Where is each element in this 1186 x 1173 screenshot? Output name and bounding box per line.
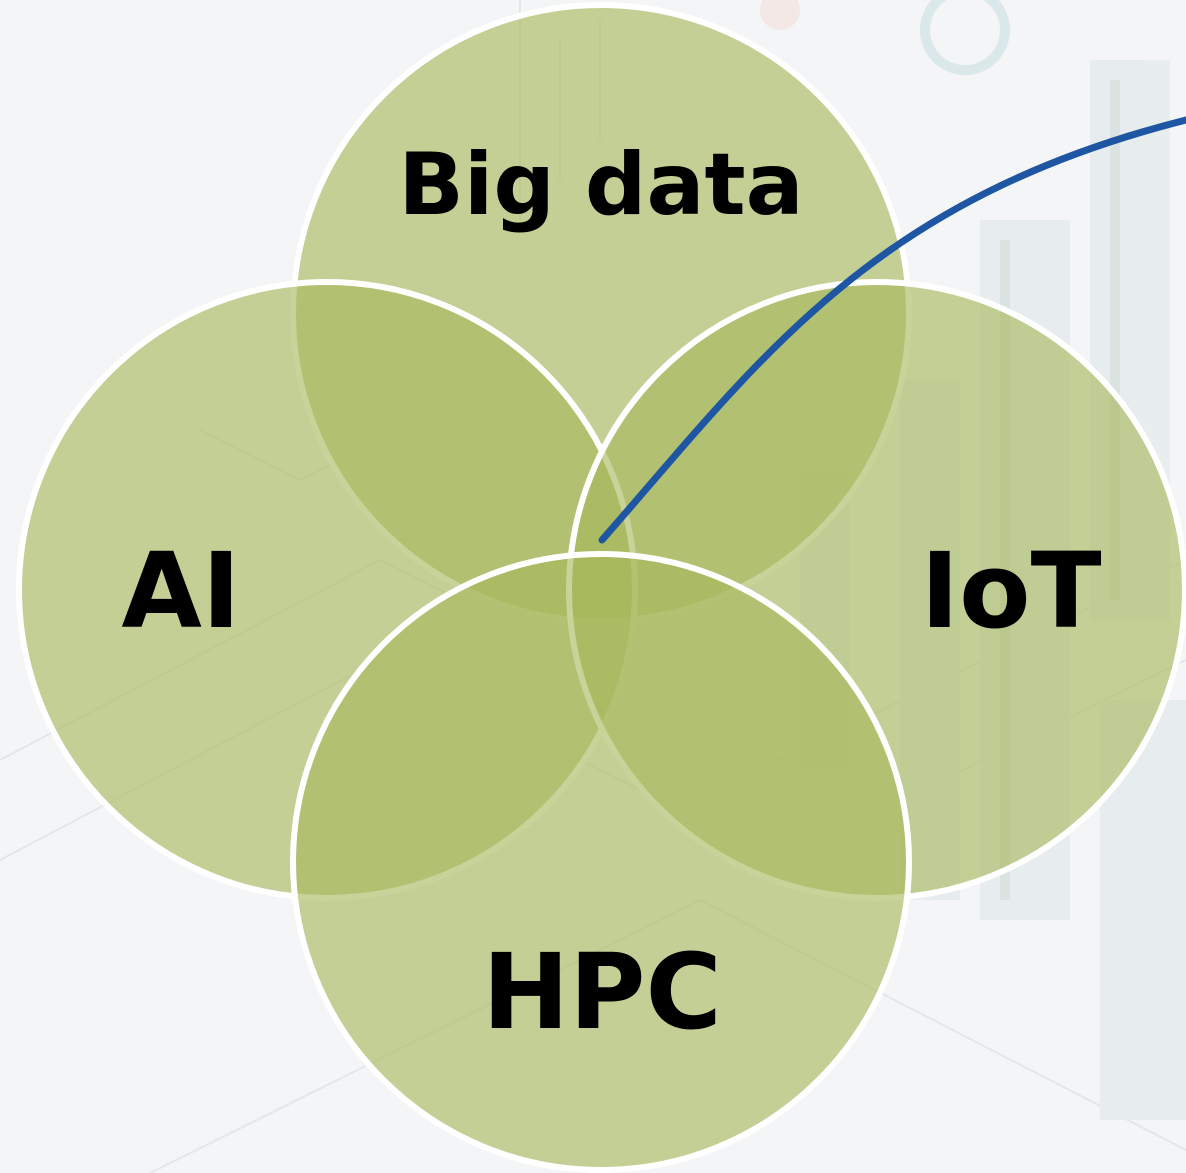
label-iot: IoT [920, 530, 1101, 652]
label-big-data: Big data [398, 135, 803, 235]
label-ai: AI [121, 530, 240, 652]
pointer-line [598, 116, 1186, 544]
venn-circles [16, 2, 1186, 1173]
label-hpc: HPC [482, 931, 722, 1053]
circle-hpc [290, 551, 912, 1173]
